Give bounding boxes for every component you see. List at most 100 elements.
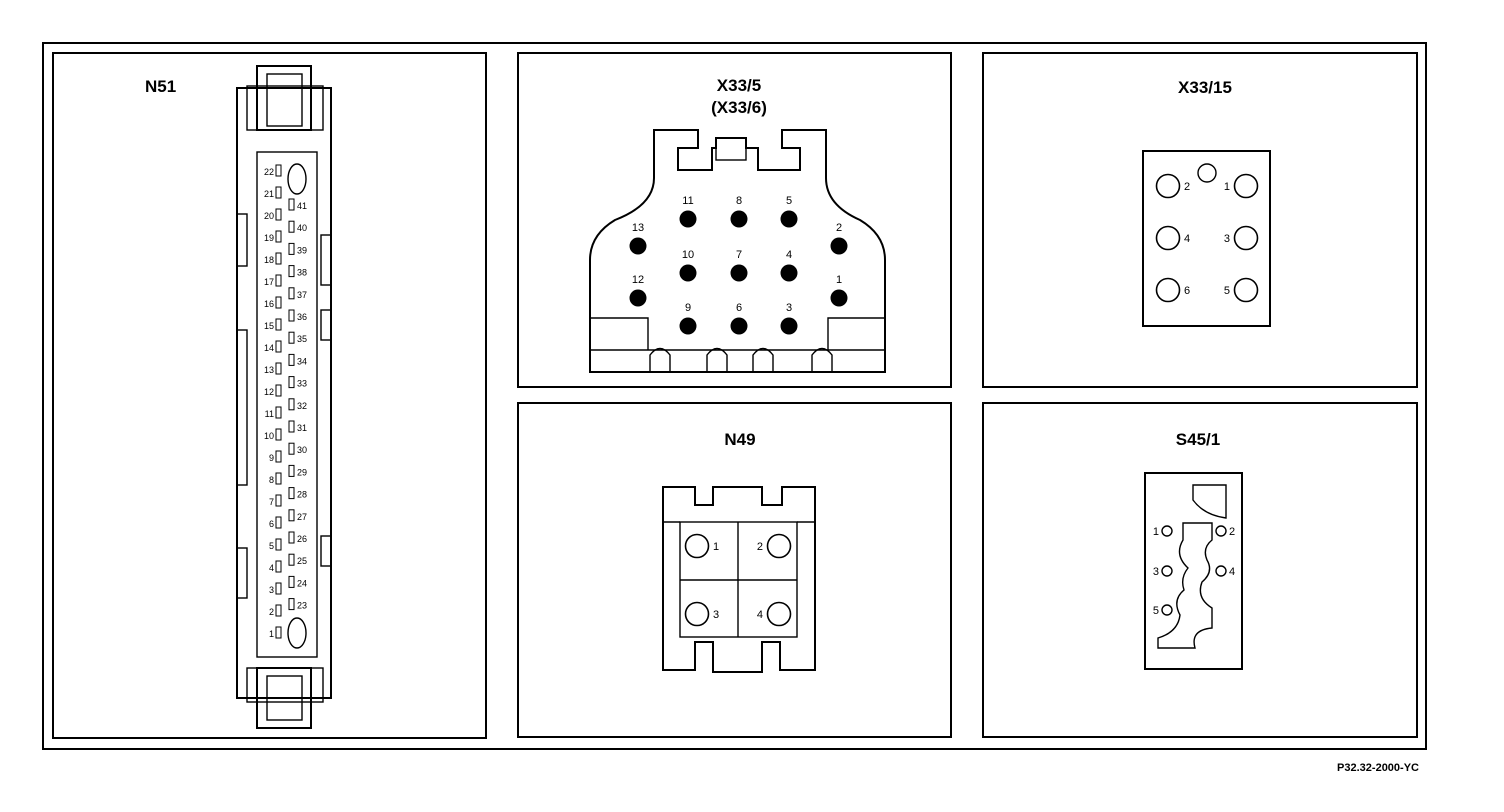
s45-1-pin-2 [1215,525,1227,537]
n51-pin-label-27: 27 [297,512,307,522]
n51-pin-6 [275,516,282,529]
n51-pin-27 [288,509,295,522]
s45-1-title: S45/1 [1176,430,1220,449]
n51-pin-label-18: 18 [264,255,274,265]
n51-pin-label-11: 11 [265,409,274,419]
s45-1-pin-1 [1161,525,1173,537]
n51-pin-21 [275,186,282,199]
x33-5-pin-7 [730,264,748,282]
x33-5-pin-label-2: 2 [836,222,842,234]
n51-pin-label-35: 35 [297,334,307,344]
n49-pin-4 [766,601,792,627]
n51-pin-30 [288,442,295,455]
n51-pin-label-24: 24 [297,578,307,588]
n51-pin-5 [275,538,282,551]
x33-5-pin-label-8: 8 [736,195,742,207]
n51-pin-15 [275,318,282,331]
x33-15-pin-label-2: 2 [1184,181,1190,193]
n51-pin-36 [288,309,295,322]
n51-pin-label-19: 19 [264,233,274,243]
s45-1-contour [1157,522,1213,649]
n51-pin-label-17: 17 [264,277,274,287]
x33-5-pin-label-1: 1 [836,274,842,286]
panel-s45-1-border [982,402,1418,738]
x33-5-pin-1 [830,289,848,307]
n51-pin-label-41: 41 [297,201,307,211]
x33-5-pin-6 [730,317,748,335]
x33-5-pin-13 [629,237,647,255]
n49-title: N49 [724,430,755,449]
n51-pin-label-10: 10 [264,431,274,441]
x33-5-pin-label-9: 9 [685,302,691,314]
n51-pin-10 [275,428,282,441]
n51-pin-16 [275,296,282,309]
panel-n49-border [517,402,952,738]
n51-connector-body [236,65,332,729]
n51-pin-label-2: 2 [269,607,274,617]
n51-pin-11 [275,406,282,419]
n51-pin-18 [275,252,282,265]
s45-1-pin-label-4: 4 [1229,566,1235,578]
x33-5-title: X33/5 [717,76,761,95]
n51-pin-26 [288,531,295,544]
n51-pin-12 [275,384,282,397]
s45-1-pin-5 [1161,604,1173,616]
n51-pin-label-20: 20 [264,211,274,221]
s45-1-pin-3 [1161,565,1173,577]
n51-pin-label-26: 26 [297,534,307,544]
x33-15-pin-3 [1233,225,1259,251]
s45-1-pin-4 [1215,565,1227,577]
x33-5-pin-5 [780,210,798,228]
n51-pin-label-15: 15 [264,321,274,331]
x33-15-pin-1 [1233,173,1259,199]
n51-pin-3 [275,582,282,595]
n51-pin-label-29: 29 [297,467,307,477]
x33-5-pin-label-7: 7 [736,249,742,261]
n51-pin-label-32: 32 [297,401,307,411]
s45-1-housing [1144,472,1243,670]
x33-5-pin-label-10: 10 [682,249,694,261]
n51-pin-9 [275,450,282,463]
n51-pin-label-3: 3 [269,585,274,595]
n51-pin-22 [275,164,282,177]
x33-5-pin-12 [629,289,647,307]
n51-pin-23 [288,598,295,611]
n51-pin-label-16: 16 [264,299,274,309]
x33-5-pin-2 [830,237,848,255]
n49-pin-label-3: 3 [713,609,719,621]
n51-pin-label-37: 37 [297,290,307,300]
n51-pin-38 [288,265,295,278]
x33-15-pin-5 [1233,277,1259,303]
n51-pin-label-6: 6 [269,519,274,529]
n51-pin-19 [275,230,282,243]
n49-pin-1 [684,533,710,559]
x33-15-pin-label-4: 4 [1184,233,1190,245]
n51-pin-label-5: 5 [269,541,274,551]
n51-pin-33 [288,376,295,389]
x33-5-pin-label-12: 12 [632,274,644,286]
x33-5-housing [589,129,886,373]
x33-15-housing [1142,150,1271,327]
x33-15-pin-label-3: 3 [1224,233,1230,245]
x33-5-pin-4 [780,264,798,282]
n49-pin-2 [766,533,792,559]
n51-pin-label-31: 31 [297,423,307,433]
x33-5-pin-label-11: 11 [682,195,693,207]
n51-pin-31 [288,420,295,433]
n51-pin-40 [288,220,295,233]
n51-pin-label-23: 23 [297,601,307,611]
x33-5-pin-8 [730,210,748,228]
s45-1-pin-label-5: 5 [1153,605,1159,617]
n51-pin-label-36: 36 [297,312,307,322]
x33-5-pin-11 [679,210,697,228]
n51-pin-39 [288,242,295,255]
n51-pin-label-9: 9 [269,453,274,463]
